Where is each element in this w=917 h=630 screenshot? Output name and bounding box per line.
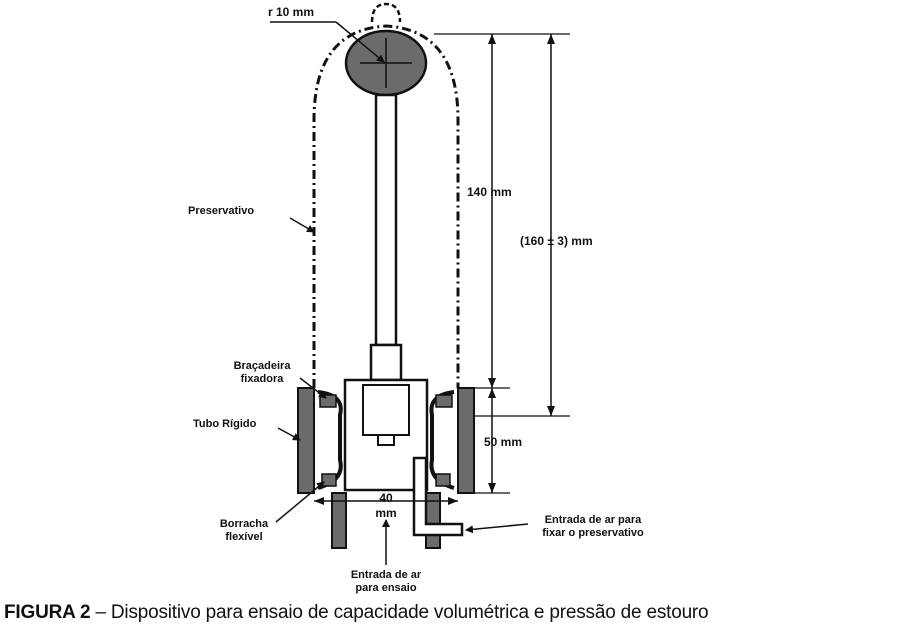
figure-number: FIGURA 2: [4, 602, 91, 623]
clamp-right-bottom: [435, 473, 451, 487]
dim-160-top-arrow: [547, 34, 555, 44]
dim-140-top-arrow: [488, 34, 496, 44]
dim-50-bottom-arrow: [488, 483, 496, 493]
condom-outline: [312, 24, 460, 388]
dim-50-top-arrow: [488, 388, 496, 398]
clamp-right-top: [435, 394, 453, 408]
label-radius: r 10 mm: [268, 5, 315, 19]
label-entrada-ensaio-1: Entrada de ar: [350, 569, 422, 581]
label-borracha-2: flexível: [225, 531, 263, 543]
rigid-tube-right: [457, 387, 475, 494]
tubo-leader: [277, 427, 301, 441]
inner-stud: [377, 434, 395, 446]
label-entrada-ensaio-2: para ensaio: [355, 582, 417, 594]
air-inlet-pipe: [412, 456, 464, 537]
label-40-a: 40: [379, 491, 393, 505]
borracha-leader: [275, 481, 325, 523]
label-tubo-rigido: Tubo Rígido: [193, 418, 257, 430]
label-160mm: (160 ± 3) mm: [520, 234, 593, 248]
entrada-fixar-leader: [465, 523, 529, 534]
rod: [374, 93, 398, 347]
inner-block: [362, 384, 410, 436]
label-140mm: 140 mm: [467, 185, 512, 199]
clamp-left-top: [319, 394, 337, 408]
dim-140-bottom-arrow: [488, 378, 496, 388]
dim-40-left-arrow: [314, 497, 324, 505]
bracadeira-leader: [299, 377, 327, 399]
label-entrada-fixar-1: Entrada de ar para: [544, 514, 642, 526]
label-40-b: mm: [375, 506, 397, 520]
radius-arrow: [335, 21, 385, 63]
figure-caption: FIGURA 2 – Dispositivo para ensaio de ca…: [4, 601, 914, 625]
label-bracadeira-1: Braçadeira: [233, 360, 291, 372]
figure-caption-text: – Dispositivo para ensaio de capacidade …: [90, 602, 709, 623]
label-borracha-1: Borracha: [219, 518, 269, 530]
label-entrada-fixar-2: fixar o preservativo: [542, 527, 644, 539]
dim-40-right-arrow: [448, 497, 458, 505]
preservativo-leader: [289, 217, 315, 233]
label-preservativo: Preservativo: [188, 205, 255, 217]
label-bracadeira-2: fixadora: [240, 373, 284, 385]
label-50mm: 50 mm: [484, 435, 523, 449]
dim-160-bottom-arrow: [547, 406, 555, 416]
clamp-left-bottom: [321, 473, 337, 487]
rod-collar: [369, 343, 403, 382]
rigid-tube-left: [297, 387, 315, 494]
condom-tip-outline: [370, 2, 402, 23]
